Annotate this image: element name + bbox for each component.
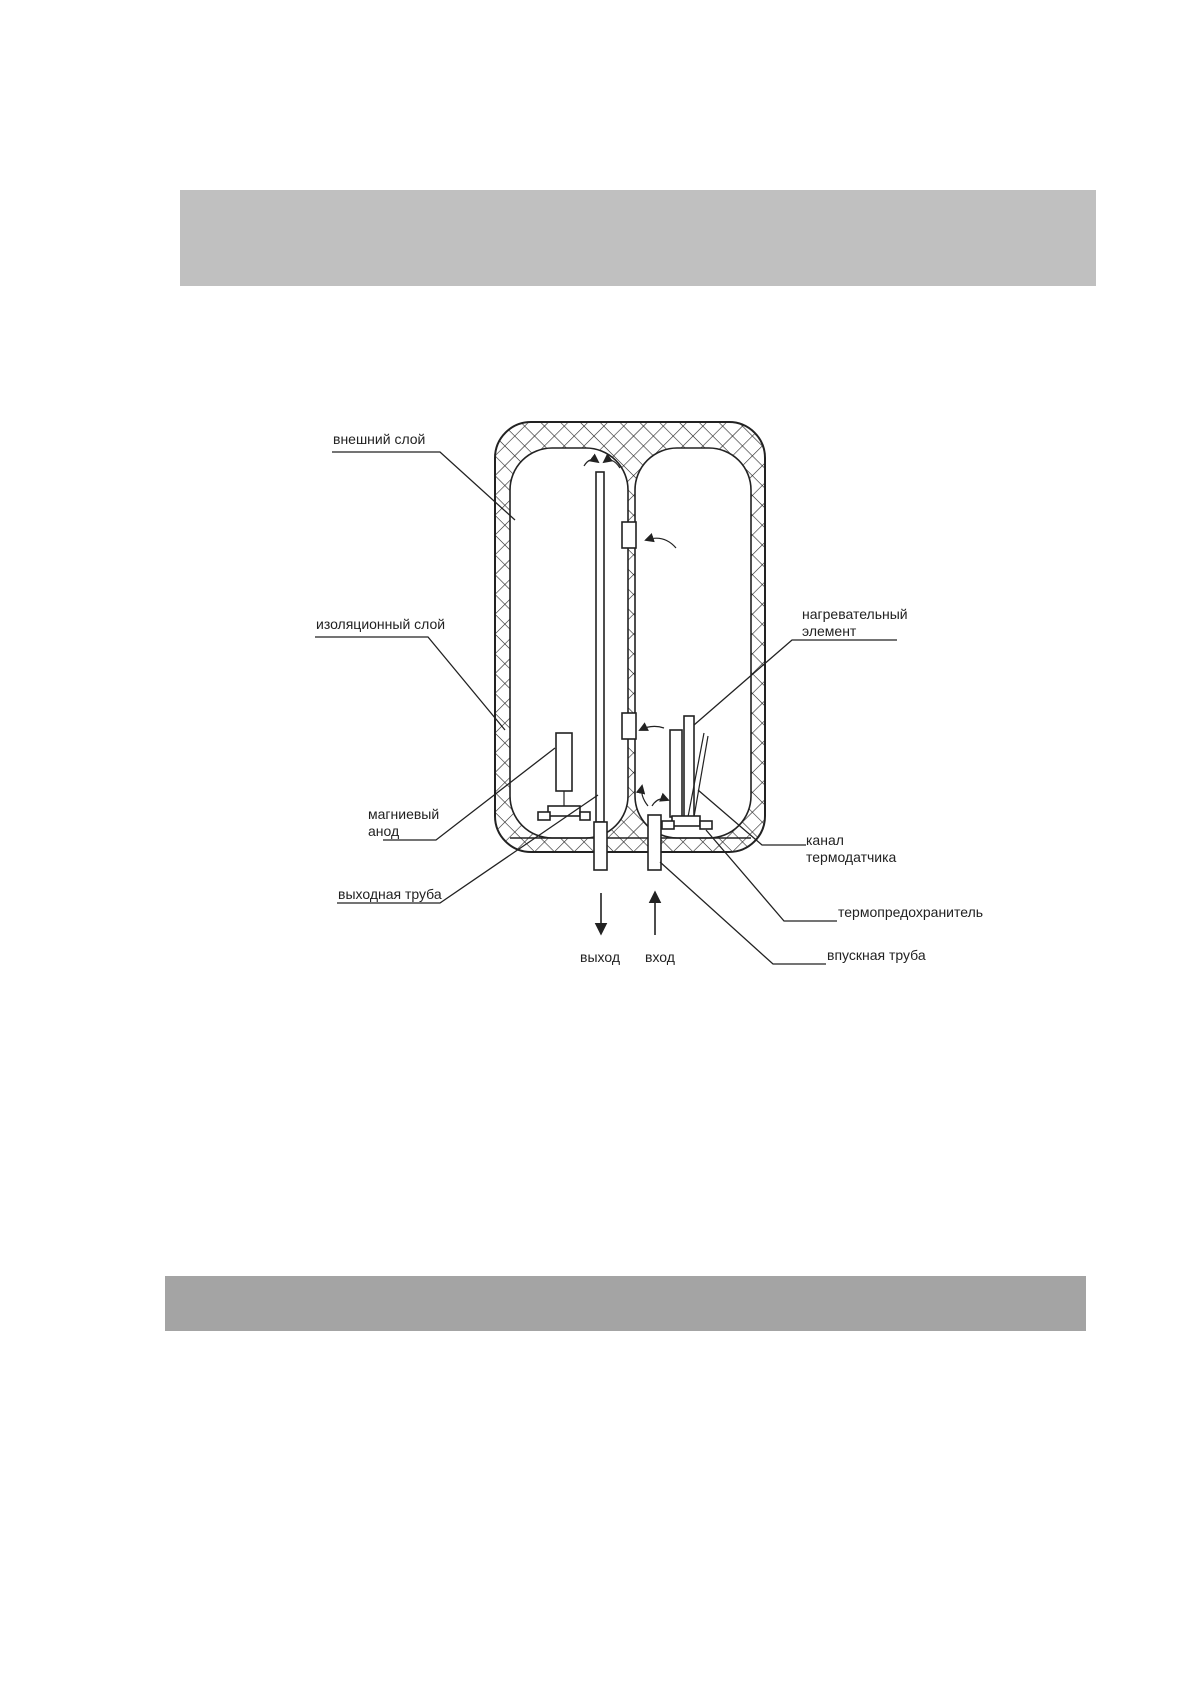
label-magnesium-anode-line1: магниевый — [368, 806, 439, 822]
leader-outer-layer — [332, 451, 516, 521]
divider-connector-top — [621, 521, 637, 549]
header-band — [180, 190, 1096, 286]
magnesium-anode — [555, 732, 573, 792]
leader-magnesium-anode — [383, 747, 556, 841]
leader-sensor-channel — [697, 789, 806, 846]
flow-arrow-top-right — [602, 453, 621, 469]
flow-arrow-mid-right — [644, 533, 677, 549]
sensor-channel-tube — [687, 732, 705, 818]
flow-arrow-bottom-left — [635, 784, 649, 807]
label-inlet-pipe: впускная труба — [827, 947, 926, 963]
heating-element-rod — [669, 729, 683, 818]
label-heating-element-line1: нагревательный — [802, 606, 908, 622]
label-inlet: вход — [645, 949, 675, 965]
divider-connector-bottom — [621, 712, 637, 740]
flow-arrow-top-left — [583, 453, 600, 467]
leader-thermal-fuse — [705, 829, 837, 922]
outlet-pipe — [595, 471, 605, 823]
label-sensor-channel-line2: термодатчика — [806, 849, 897, 865]
label-thermal-fuse: термопредохранитель — [838, 904, 983, 920]
label-insulation-layer: изоляционный слой — [316, 616, 445, 632]
leader-inlet-pipe — [659, 861, 826, 965]
leader-heating-element — [693, 639, 897, 726]
label-outlet-pipe: выходная труба — [338, 886, 442, 902]
inlet-pipe — [647, 814, 662, 871]
label-heating-element-line2: элемент — [802, 623, 857, 639]
label-sensor-channel-line1: канал — [806, 832, 844, 848]
label-magnesium-anode-line2: анод — [368, 823, 399, 839]
flow-arrow-lower-right — [638, 722, 665, 731]
section-band — [165, 1276, 1086, 1331]
leader-outlet-pipe — [337, 794, 599, 904]
label-outlet: выход — [580, 949, 620, 965]
heater-base — [671, 815, 701, 827]
anode-base — [547, 805, 581, 817]
label-outer-layer: внешний слой — [333, 431, 425, 447]
heating-element-rod-2 — [683, 715, 695, 818]
outlet-pipe-fitting — [593, 821, 608, 871]
flow-arrow-bottom-mid — [651, 792, 670, 807]
leader-insulation-layer — [315, 636, 506, 731]
